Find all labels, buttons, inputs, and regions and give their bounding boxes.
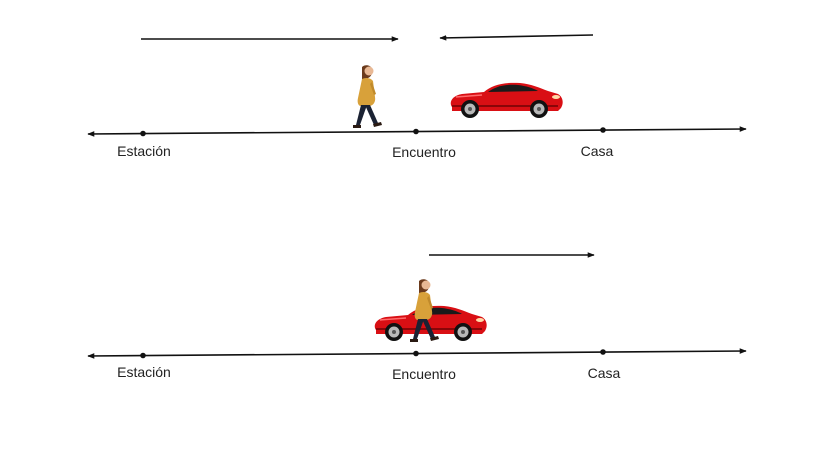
point-label: Encuentro: [392, 144, 456, 160]
point-encuentro-dot: [413, 350, 419, 357]
point-estacion-dot: [140, 130, 146, 137]
point-casa-dot: [600, 127, 606, 133]
car-direction-arrow: [439, 34, 594, 41]
point-label: Encuentro: [392, 366, 456, 382]
point-label: Estación: [117, 143, 171, 159]
scene-1: Estación Encuentro Casa: [87, 34, 747, 160]
point-encuentro-dot: [413, 128, 419, 135]
person-walking-icon: [353, 65, 382, 128]
red-car-icon: [449, 81, 564, 118]
point-casa-dot: [600, 349, 606, 355]
scene-2: Estación Encuentro Casa: [87, 252, 747, 382]
point-estacion-dot: [140, 352, 146, 359]
point-label: Casa: [581, 143, 614, 159]
point-label: Estación: [117, 364, 171, 380]
point-label: Casa: [588, 365, 621, 381]
